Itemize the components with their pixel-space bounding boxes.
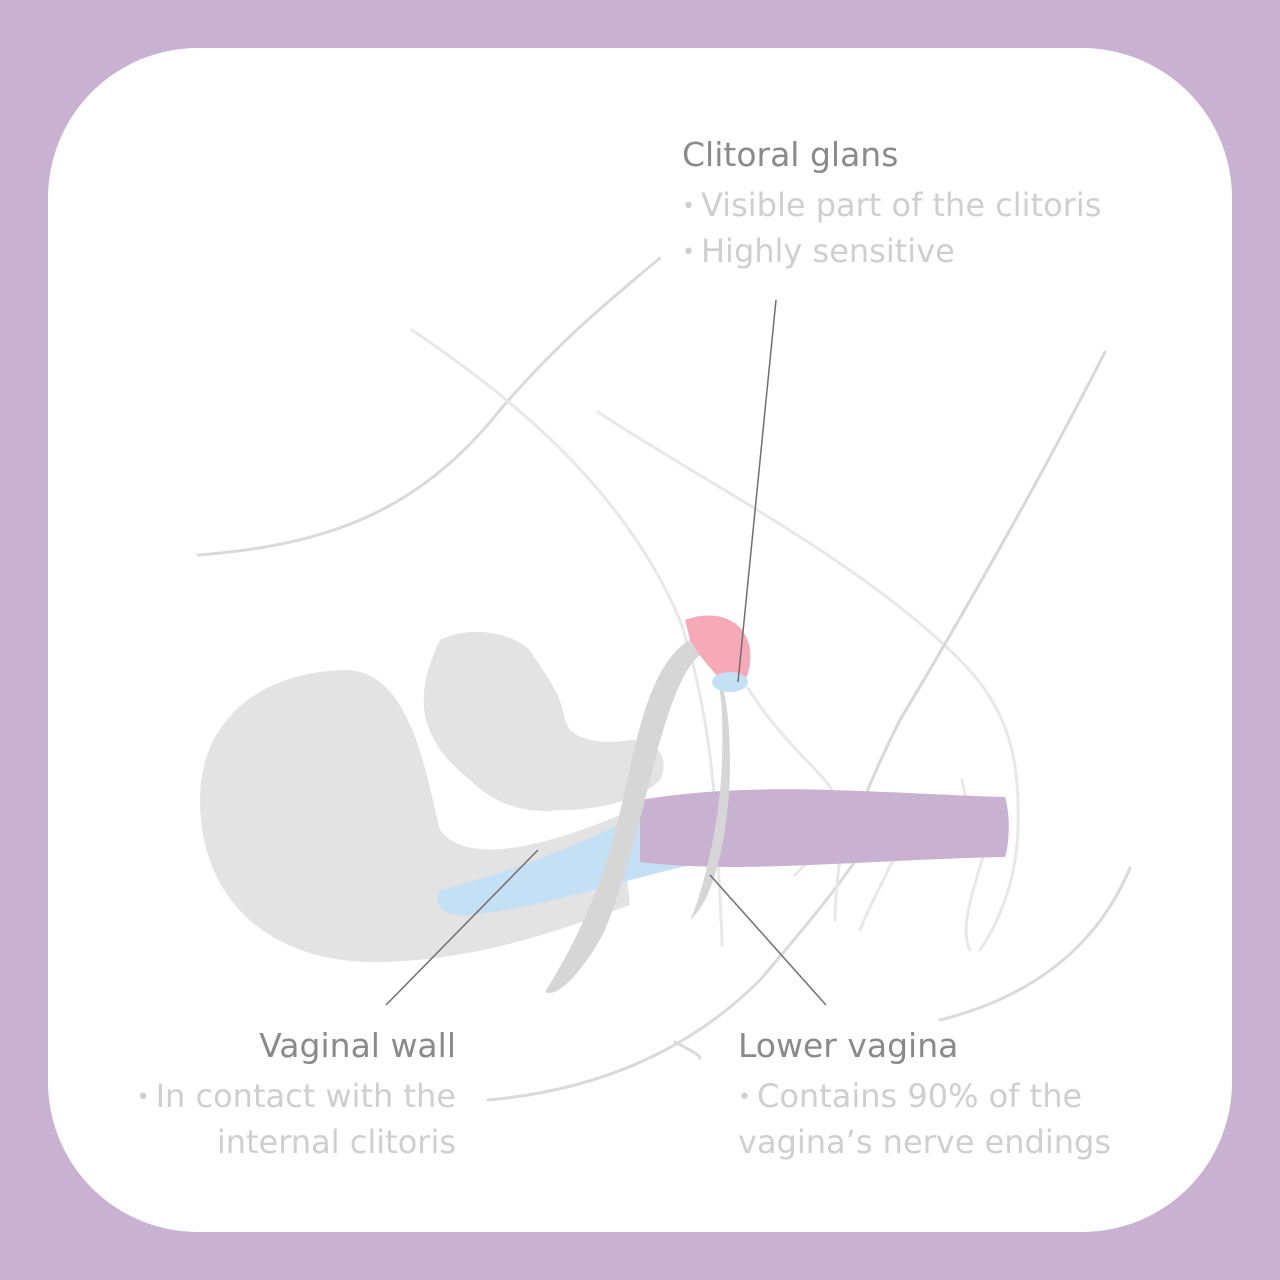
clitoral-glans-title: Clitoral glans xyxy=(682,135,899,174)
bullet-icon: • xyxy=(136,1085,150,1111)
lower-vagina-leader-line xyxy=(709,874,827,1006)
vaginal-wall-point-1-text: In contact with the xyxy=(155,1077,456,1116)
clitoral-glans-shape xyxy=(685,615,751,690)
lower-vagina-label: Lower vagina •Contains 90% of the vagina… xyxy=(738,1025,1111,1164)
vaginal-wall-title: Vaginal wall xyxy=(259,1026,456,1065)
glans-leader-line xyxy=(737,299,777,683)
bullet-icon: • xyxy=(682,240,695,266)
body-outline xyxy=(196,256,1132,1102)
leader-lines xyxy=(385,299,827,1006)
glans-blue-spot xyxy=(712,672,748,692)
vaginal-wall-point-2: internal clitoris xyxy=(216,1123,456,1162)
clitoris-body-shape xyxy=(545,640,730,994)
lower-vagina-title: Lower vagina xyxy=(738,1026,959,1065)
vaginal-wall-point-1: •In contact with the xyxy=(80,1074,456,1120)
vaginal-wall-leader-line xyxy=(385,849,539,1006)
clitoral-glans-label: Clitoral glans •Visible part of the clit… xyxy=(682,134,1101,275)
diagram-card xyxy=(48,48,1232,1232)
bladder-shape xyxy=(423,631,664,811)
clitoral-glans-point-1: •Visible part of the clitoris xyxy=(682,183,1101,229)
clitoral-glans-point-1-text: Visible part of the clitoris xyxy=(700,186,1102,225)
lower-vagina-shape xyxy=(640,789,1009,867)
lower-vagina-point-1: •Contains 90% of the xyxy=(738,1074,1111,1120)
clitoral-glans-point-2-text: Highly sensitive xyxy=(700,232,955,271)
lower-vagina-point-2: vagina’s nerve endings xyxy=(738,1123,1112,1162)
lower-vagina-point-1-text: Contains 90% of the xyxy=(756,1077,1083,1116)
uterus-shape xyxy=(200,670,630,963)
bullet-icon: • xyxy=(738,1085,751,1111)
vaginal-wall-label: Vaginal wall •In contact with the intern… xyxy=(80,1025,456,1164)
contour-line xyxy=(848,350,1107,842)
clitoral-glans-point-2: •Highly sensitive xyxy=(682,229,1101,275)
bullet-icon: • xyxy=(682,194,695,220)
